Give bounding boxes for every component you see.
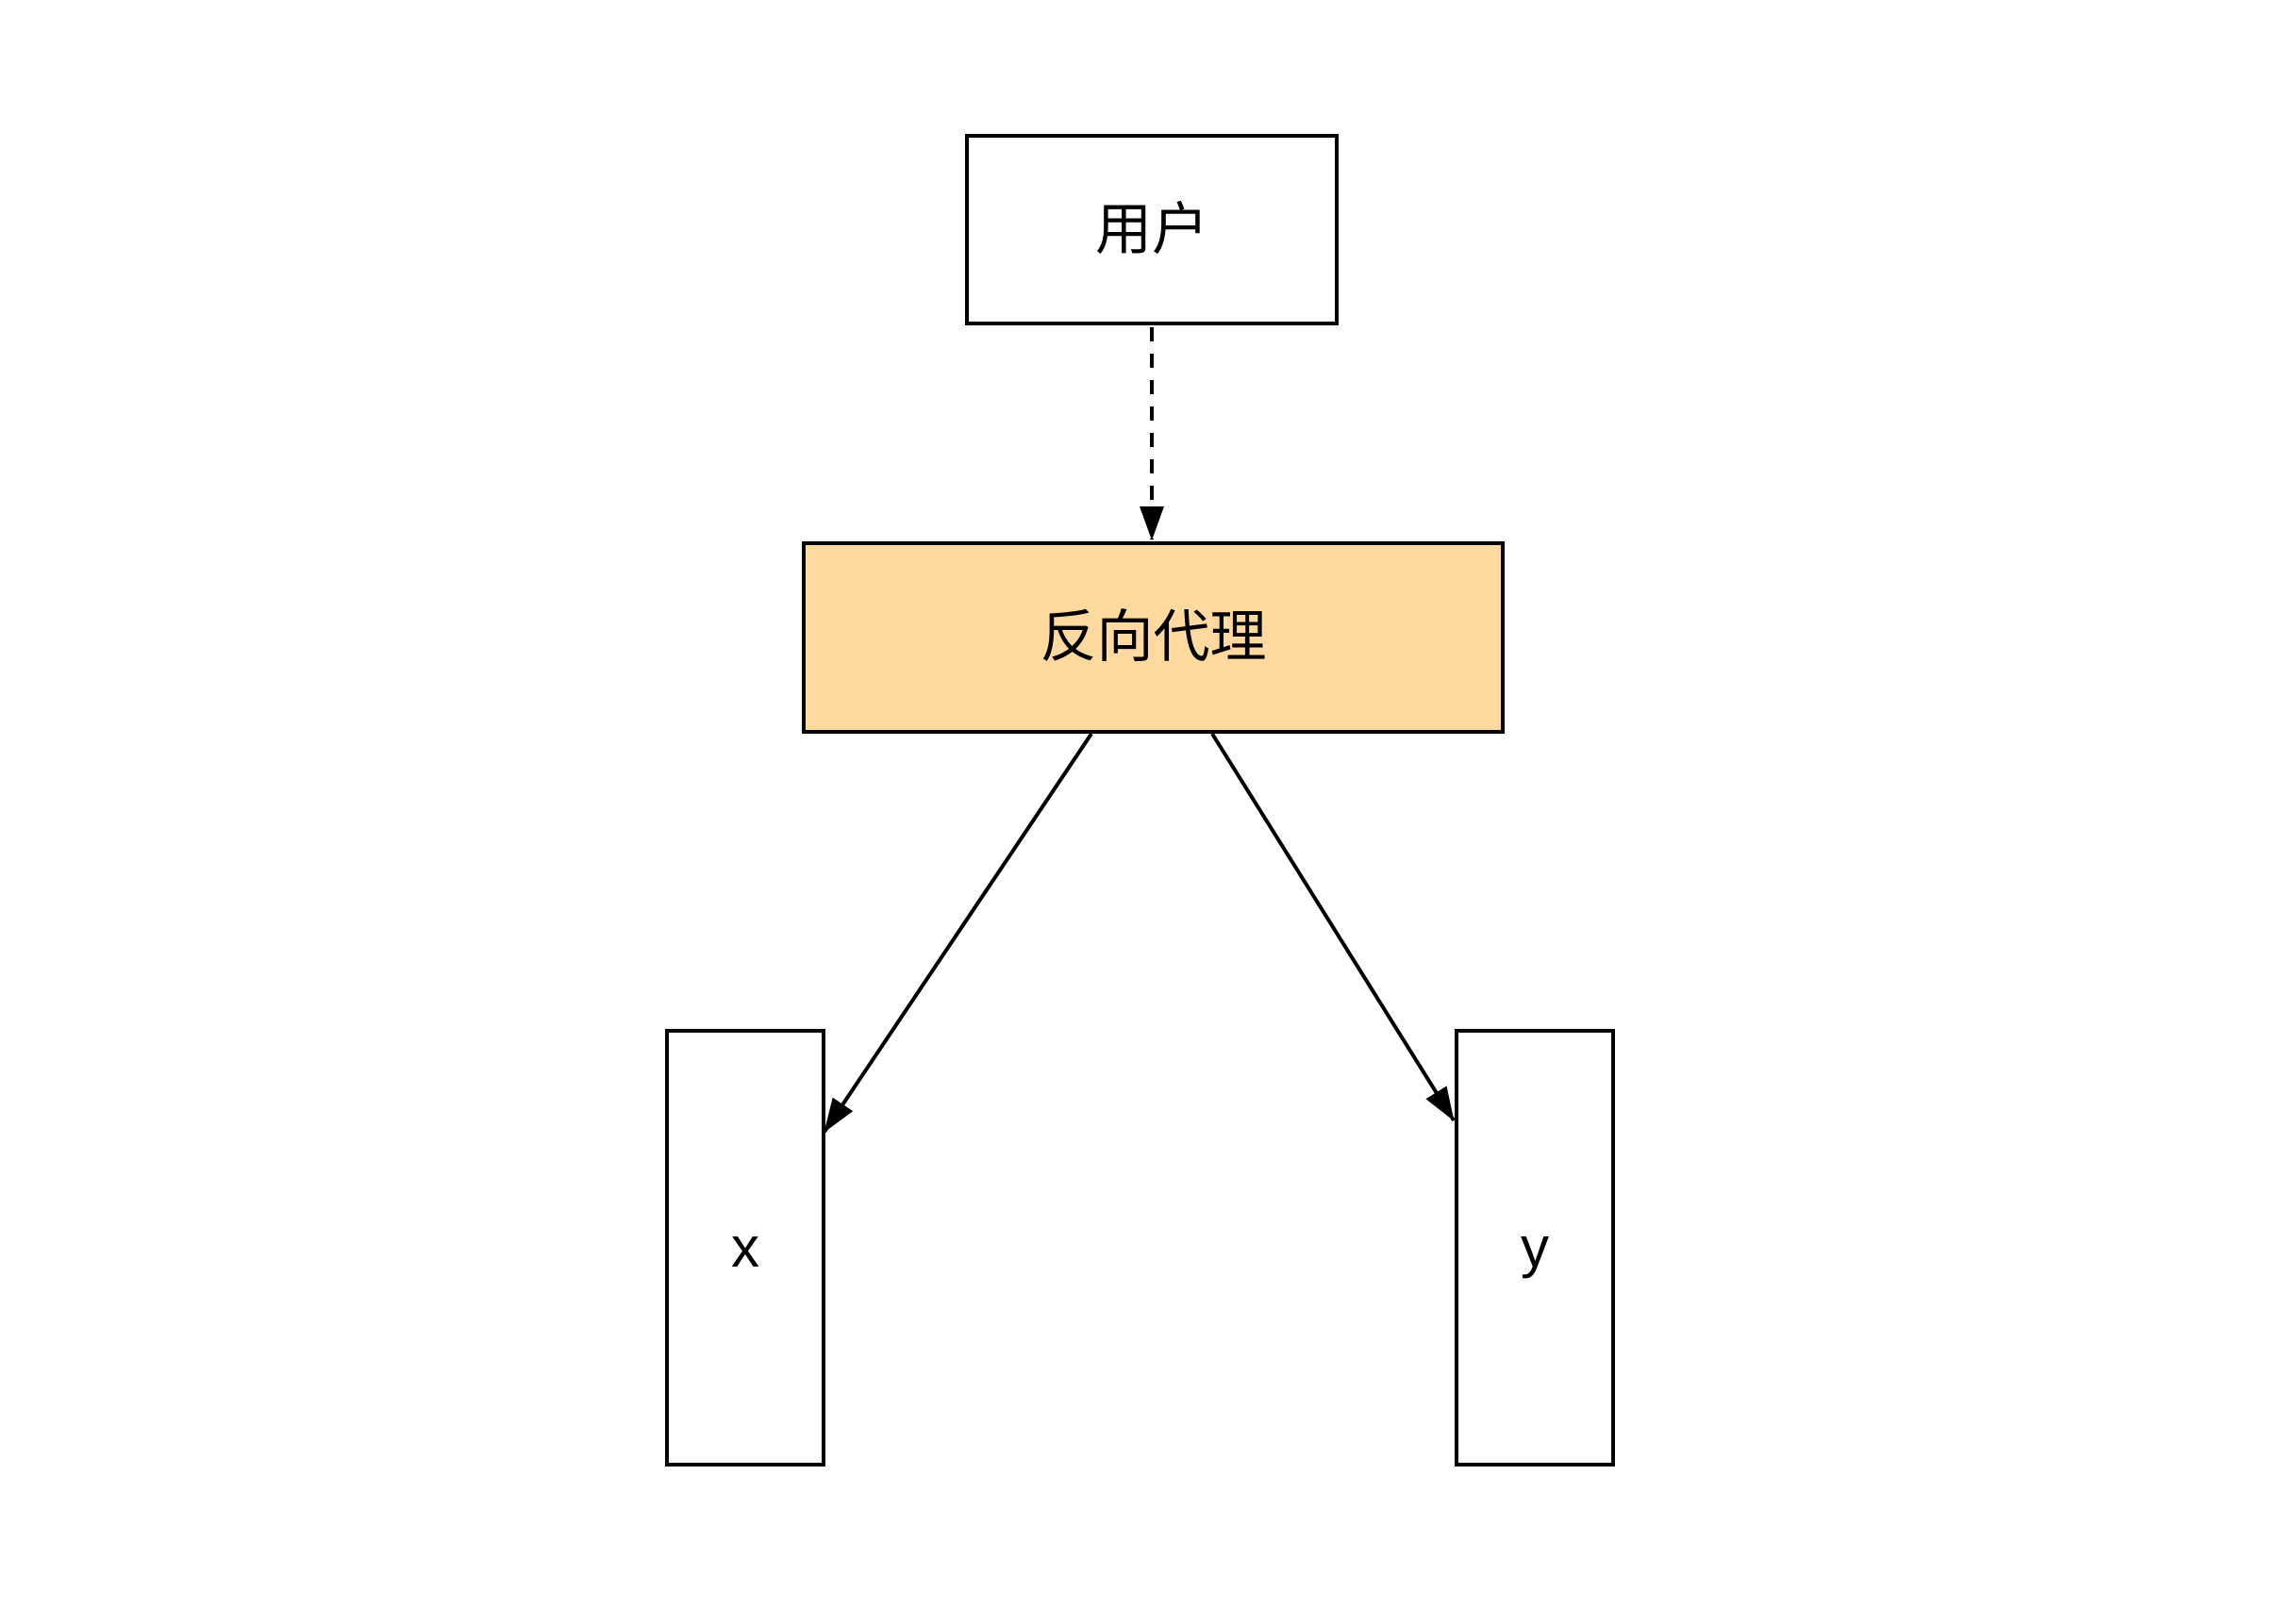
- node-server-x: x: [665, 1029, 825, 1467]
- edge-proxy-to-server-y: [1210, 732, 1456, 1122]
- node-reverse-proxy: 反向代理: [802, 541, 1505, 734]
- edge-proxy-to-server-x: [823, 732, 1093, 1134]
- node-server-x-label: x: [731, 1216, 759, 1279]
- node-server-y-label: y: [1521, 1216, 1549, 1279]
- node-user: 用户: [965, 134, 1339, 325]
- node-user-label: 用户: [1095, 197, 1208, 261]
- node-server-y: y: [1455, 1029, 1615, 1467]
- node-reverse-proxy-label: 反向代理: [1040, 605, 1267, 669]
